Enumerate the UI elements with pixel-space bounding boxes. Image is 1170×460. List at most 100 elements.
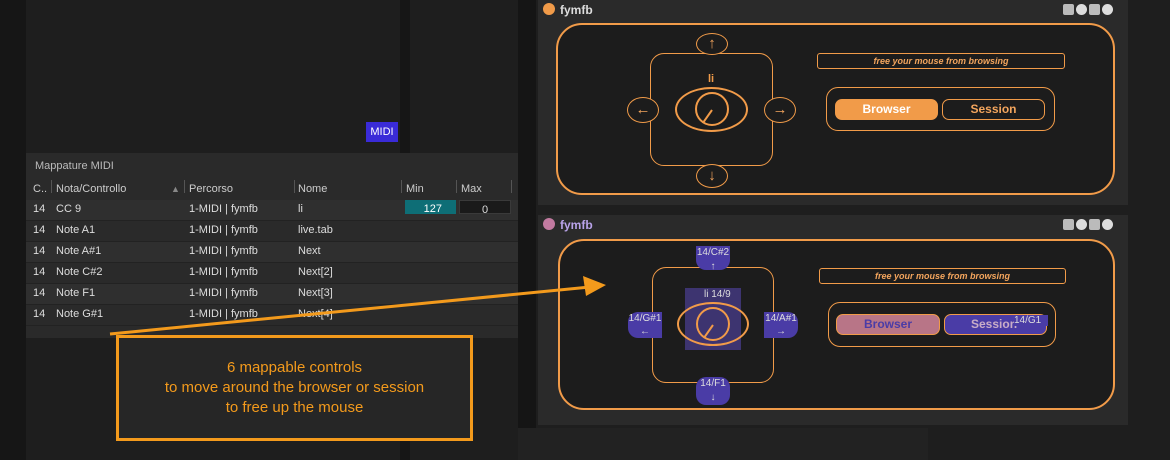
background-region (0, 0, 26, 460)
midi-mapping-panel: Mappature MIDI C.. Nota/Controllo ▲ Perc… (26, 153, 518, 338)
knob-housing (677, 302, 749, 346)
save-icon[interactable] (1089, 4, 1100, 15)
cell-name: li (298, 203, 303, 215)
hot-swap-icon[interactable] (1076, 219, 1087, 230)
column-header-min[interactable]: Min (406, 183, 424, 195)
session-label: Session (971, 317, 1018, 331)
device-name: fymfb (560, 218, 593, 232)
cell-channel: 14 (33, 224, 46, 236)
right-arrow-button[interactable]: → (764, 97, 796, 123)
up-arrow-button[interactable]: 14/C#2 ↑ (696, 246, 730, 272)
preset-icon[interactable] (1063, 219, 1074, 230)
down-arrow-icon: ↓ (710, 392, 716, 403)
device-fymfb-midi-map-mode: fymfb 14/C#2 ↑ 14/F1 ↓ 14/G#1 ← 14/A#1 → li … (538, 215, 1128, 425)
cell-note: Note A#1 (56, 245, 102, 257)
browser-button[interactable]: Browser (835, 99, 938, 120)
view-switch (826, 87, 1055, 131)
cell-path: 1-MIDI | fymfb (189, 224, 258, 236)
up-arrow-button[interactable]: ↑ (696, 33, 728, 55)
left-arrow-button[interactable]: 14/G#1 ← (628, 312, 662, 338)
sort-ascending-icon: ▲ (171, 184, 180, 194)
cell-channel: 14 (33, 308, 46, 320)
right-arrow-icon: → (776, 326, 786, 337)
midi-map-toggle-button[interactable]: MIDI (366, 122, 398, 142)
cell-channel: 14 (33, 203, 46, 215)
cell-channel: 14 (33, 287, 46, 299)
session-button[interactable]: Session (942, 99, 1045, 120)
column-header-max[interactable]: Max (461, 183, 482, 195)
column-header-path[interactable]: Percorso (189, 183, 234, 195)
midi-mapping-label: 14/C#2 (696, 247, 730, 258)
panel-title: Mappature MIDI (35, 160, 114, 172)
table-row[interactable]: 14 Note A1 1-MIDI | fymfb live.tab (26, 221, 518, 242)
preset-icon[interactable] (1063, 4, 1074, 15)
column-separator (456, 180, 457, 193)
column-separator (294, 180, 295, 193)
cell-path: 1-MIDI | fymfb (189, 245, 258, 257)
left-arrow-button[interactable]: ← (627, 97, 659, 123)
table-row[interactable]: 14 Note A#1 1-MIDI | fymfb Next (26, 242, 518, 263)
cell-name: Next (298, 245, 321, 257)
midi-mapping-label: 14/A#1 (765, 313, 797, 324)
down-arrow-button[interactable]: 14/F1 ↓ (696, 377, 730, 405)
column-separator (401, 180, 402, 193)
cell-name: Next[3] (298, 287, 333, 299)
min-value-field[interactable]: 127 (405, 200, 456, 215)
knob-mapping-label: li 14/9 (704, 289, 740, 300)
column-separator (51, 180, 52, 193)
cell-path: 1-MIDI | fymfb (189, 266, 258, 278)
cell-path: 1-MIDI | fymfb (189, 287, 258, 299)
down-arrow-button[interactable]: ↓ (696, 164, 728, 188)
cell-note: Note G#1 (56, 308, 104, 320)
callout-line: to free up the mouse (225, 399, 364, 416)
midi-mapping-label: 14/G#1 (628, 313, 662, 324)
more-options-icon[interactable] (1102, 219, 1113, 230)
device-toolbar (1061, 4, 1113, 18)
tagline: free your mouse from browsing (817, 53, 1065, 69)
browser-button[interactable]: Browser (836, 314, 940, 335)
device-fymfb: fymfb ↑ ↓ ← → li free your mouse from br… (538, 0, 1128, 205)
device-name: fymfb (560, 3, 593, 17)
callout-line: to move around the browser or session (164, 379, 425, 396)
device-power-button[interactable] (543, 218, 555, 230)
table-row[interactable]: 14 Note F1 1-MIDI | fymfb Next[3] (26, 284, 518, 305)
column-separator (184, 180, 185, 193)
save-icon[interactable] (1089, 219, 1100, 230)
cell-note: Note F1 (56, 287, 96, 299)
midi-mapping-label: 14/9 (711, 289, 731, 300)
midi-mapping-label: 14/F1 (700, 378, 726, 389)
cell-path: 1-MIDI | fymfb (189, 308, 258, 320)
device-power-button[interactable] (543, 3, 555, 15)
table-header: C.. Nota/Controllo ▲ Percorso Nome Min M… (26, 180, 518, 199)
midi-mapping-label: 14/G1 (1014, 315, 1048, 326)
background-divider (518, 0, 536, 460)
column-separator (511, 180, 512, 193)
more-options-icon[interactable] (1102, 4, 1113, 15)
cell-name: Next[2] (298, 266, 333, 278)
device-titlebar: fymfb (538, 0, 1128, 20)
cell-note: Note A1 (56, 224, 96, 236)
background-track-strip (518, 428, 928, 460)
left-arrow-icon: ← (640, 326, 650, 337)
hot-swap-icon[interactable] (1076, 4, 1087, 15)
max-value-field[interactable]: 0 (459, 200, 511, 216)
cell-channel: 14 (33, 245, 46, 257)
column-header-note[interactable]: Nota/Controllo (56, 183, 127, 195)
column-header-name[interactable]: Nome (298, 183, 328, 195)
knob-label: li (707, 73, 715, 85)
view-switch (828, 302, 1056, 347)
table-row[interactable]: 14 CC 9 1-MIDI | fymfb li 127 0 (26, 200, 518, 221)
table-row[interactable]: 14 Note C#2 1-MIDI | fymfb Next[2] (26, 263, 518, 284)
right-arrow-button[interactable]: 14/A#1 → (764, 312, 798, 338)
cell-path: 1-MIDI | fymfb (189, 203, 258, 215)
up-arrow-icon: ↑ (710, 261, 716, 272)
annotation-arrow-line (109, 285, 591, 336)
cell-name: live.tab (298, 224, 333, 236)
cell-note: CC 9 (56, 203, 82, 215)
device-titlebar: fymfb (538, 215, 1128, 235)
cell-note: Note C#2 (56, 266, 103, 278)
scroll-knob[interactable] (695, 92, 729, 126)
scroll-knob[interactable] (696, 307, 730, 341)
column-header-channel[interactable]: C.. (33, 183, 48, 195)
device-toolbar (1061, 219, 1113, 233)
